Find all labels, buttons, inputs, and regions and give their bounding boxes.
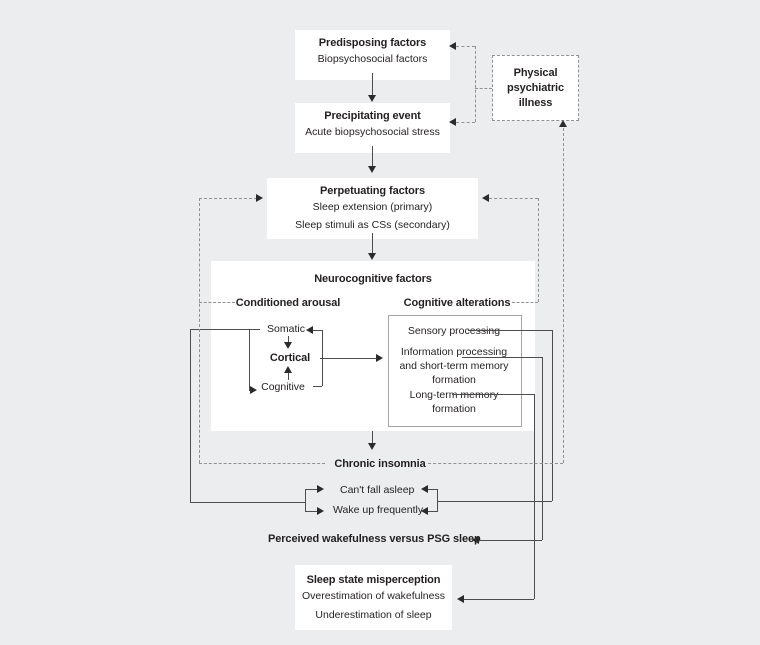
predisposing-subtitle: Biopsychosocial factors <box>317 53 428 65</box>
line-sensory-to-complaints <box>437 501 552 502</box>
dashed-physical-vertical <box>475 46 476 122</box>
arrowhead-right-into-perpetuating <box>482 194 489 202</box>
line-right-bracket-top <box>313 330 322 331</box>
arrow-cognitive-to-cortical <box>288 373 289 380</box>
arrowhead-precipitating-to-perpetuating <box>368 166 376 173</box>
alteration-sensory-processing: Sensory processing <box>407 325 501 337</box>
line-to-misperception <box>464 599 534 600</box>
arousal-node-somatic: Somatic <box>267 323 305 335</box>
dashed-right-to-perpetuating <box>489 198 538 199</box>
line-right-to-wake-up-frequently <box>428 511 437 512</box>
arousal-node-cortical: Cortical <box>269 352 311 364</box>
dashed-chronic-up-left <box>199 198 200 463</box>
line-arousal-to-complaints <box>190 502 305 503</box>
precipitating-subtitle: Acute biopsychosocial stress <box>305 126 440 138</box>
dashed-left-to-perpetuating <box>199 198 257 199</box>
arrowhead-right-into-wake-up-frequently <box>421 507 428 515</box>
misperception-line-2: Underestimation of sleep <box>315 609 432 621</box>
predisposing-title: Predisposing factors <box>318 37 427 49</box>
arrowhead-cortical-to-alterations <box>376 354 383 362</box>
alteration-information-processing: Information processing and short-term me… <box>399 346 509 386</box>
precipitating-event-box: Precipitating event Acute biopsychosocia… <box>295 103 450 153</box>
arrowhead-into-cant-fall-asleep <box>317 485 324 493</box>
arousal-node-cognitive: Cognitive <box>261 381 305 393</box>
line-complaints-left-bracket <box>305 489 306 512</box>
dashed-alterations-up <box>538 198 539 302</box>
arrow-predisposing-to-precipitating <box>372 73 373 95</box>
arrow-precipitating-to-perpetuating <box>372 146 373 166</box>
arrowhead-left-into-perpetuating <box>256 194 263 202</box>
physical-psychiatric-illness-box: Physical psychiatric illness <box>492 55 579 121</box>
dashed-physical-to-predisposing <box>456 46 475 47</box>
perpetuating-line-1: Sleep extension (primary) <box>312 201 433 213</box>
line-long-term-out <box>452 394 534 395</box>
physical-illness-title: Physical psychiatric illness <box>507 66 564 109</box>
line-info-processing-out <box>462 357 542 358</box>
predisposing-factors-box: Predisposing factors Biopsychosocial fac… <box>295 30 450 80</box>
conditioned-arousal-heading: Conditioned arousal <box>235 297 341 309</box>
dashed-alterations-stub <box>512 302 538 303</box>
arrow-somatic-to-cortical <box>288 336 289 342</box>
line-info-processing-down <box>542 357 543 540</box>
complaint-wake-up-frequently: Wake up frequently <box>333 504 424 516</box>
line-right-to-cant-fall-asleep <box>428 489 437 490</box>
line-left-bracket <box>249 329 250 390</box>
cognitive-alterations-heading: Cognitive alterations <box>403 297 511 309</box>
line-sensory-out <box>468 330 552 331</box>
arrowhead-into-perceived-wakefulness <box>472 536 479 544</box>
arrowhead-into-predisposing <box>449 42 456 50</box>
perpetuating-title: Perpetuating factors <box>320 185 425 197</box>
cognitive-alterations-inner-box <box>388 315 522 427</box>
line-arousal-down-left <box>190 329 191 502</box>
line-somatic-left-branch <box>190 329 260 330</box>
arrowhead-into-cognitive <box>250 386 257 394</box>
line-long-term-down <box>534 394 535 599</box>
arrowhead-perpetuating-to-neurocognitive <box>368 253 376 260</box>
arrowhead-somatic-to-cortical <box>284 342 292 349</box>
arrow-cortical-to-alterations <box>320 358 376 359</box>
arrowhead-cognitive-to-cortical <box>284 366 292 373</box>
misperception-line-1: Overestimation of wakefulness <box>302 590 445 602</box>
misperception-title: Sleep state misperception <box>306 574 441 586</box>
arrowhead-right-into-cant-fall-asleep <box>421 485 428 493</box>
perceived-wakefulness-label: Perceived wakefulness versus PSG sleep <box>268 533 481 545</box>
complaint-cant-fall-asleep: Can't fall asleep <box>340 484 415 496</box>
line-to-cant-fall-asleep <box>305 489 318 490</box>
arrowhead-predisposing-to-precipitating <box>368 95 376 102</box>
line-right-bracket-bottom <box>313 386 322 387</box>
arrowhead-into-somatic <box>306 326 313 334</box>
sleep-state-misperception-box: Sleep state misperception Overestimation… <box>295 565 452 630</box>
arrowhead-into-precipitating <box>449 118 456 126</box>
arrowhead-into-misperception <box>457 595 464 603</box>
arrowhead-into-physical-illness <box>559 120 567 127</box>
dashed-chronic-up-right <box>563 128 564 463</box>
perpetuating-factors-box: Perpetuating factors Sleep extension (pr… <box>267 178 478 239</box>
arrowhead-into-wake-up-frequently <box>317 507 324 515</box>
line-to-perceived-wakefulness <box>479 540 542 541</box>
arrow-perpetuating-to-neurocognitive <box>372 233 373 253</box>
dashed-physical-stub <box>475 88 492 89</box>
chronic-insomnia-label: Chronic insomnia <box>334 458 426 470</box>
dashed-chronic-right <box>428 463 563 464</box>
precipitating-title: Precipitating event <box>324 110 421 122</box>
line-complaints-right-bracket <box>437 489 438 512</box>
arrow-neurocognitive-to-chronic <box>372 431 373 443</box>
alteration-long-term-memory: Long-term memory formation <box>409 389 499 415</box>
neurocognitive-title: Neurocognitive factors <box>314 273 432 285</box>
dashed-stub-conditioned-arousal <box>199 302 235 303</box>
dashed-chronic-left <box>199 463 325 464</box>
line-to-wake-up-frequently <box>305 511 318 512</box>
line-sensory-down <box>552 330 553 501</box>
dashed-physical-to-precipitating <box>456 122 475 123</box>
perpetuating-line-2: Sleep stimuli as CSs (secondary) <box>295 219 450 231</box>
arrowhead-neurocognitive-to-chronic <box>368 443 376 450</box>
